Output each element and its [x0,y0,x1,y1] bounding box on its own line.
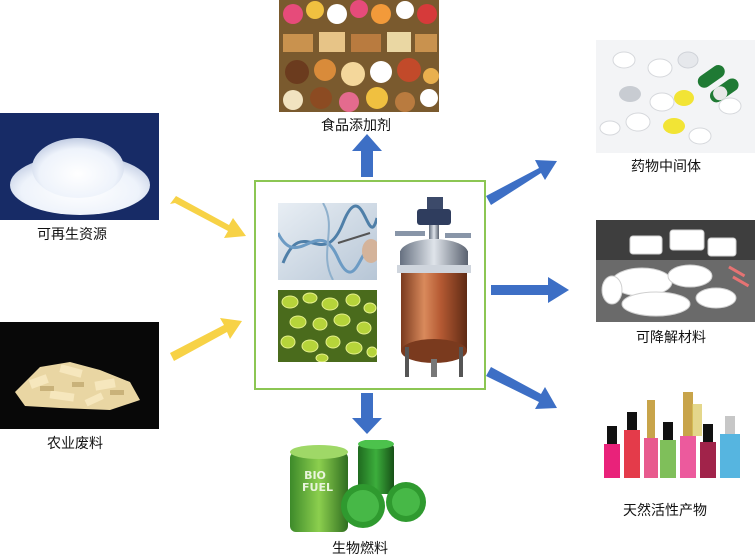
biofuel-drum-label: BIO FUEL [302,469,333,494]
agricultural-waste-image [0,322,159,429]
output-arrow-right [491,277,569,303]
microbe-cells-image [278,290,377,362]
biofuel-drum-text-fuel: FUEL [302,481,333,494]
biofuel-drum-text-bio: BIO [304,469,326,482]
input-label-agri-waste: 农业废料 [47,436,103,452]
output-arrow-up [352,134,382,177]
output-label-food-additive: 食品添加剂 [321,118,391,134]
center-process-box [254,180,486,390]
biofuel-barrels-image [286,440,436,535]
output-arrow-down [352,393,382,434]
output-label-degradable-material: 可降解材料 [636,330,706,346]
output-arrow-right-down [486,367,557,409]
dna-image [278,203,377,280]
sugar-pile-image [0,113,159,220]
input-arrow-bottom [170,318,242,361]
output-label-biofuel: 生物燃料 [332,541,388,557]
food-image [279,0,439,112]
output-arrow-right-up [486,160,557,205]
nail-polish-bottles-image [596,370,755,496]
degradable-tableware-image [596,220,755,322]
output-label-drug-intermediate: 药物中间体 [631,159,701,175]
input-arrow-top [170,196,246,238]
pills-image [596,40,755,153]
bioreactor-image [395,197,471,377]
output-label-natural-active-product: 天然活性产物 [623,503,707,519]
input-label-renewable: 可再生资源 [37,227,107,243]
